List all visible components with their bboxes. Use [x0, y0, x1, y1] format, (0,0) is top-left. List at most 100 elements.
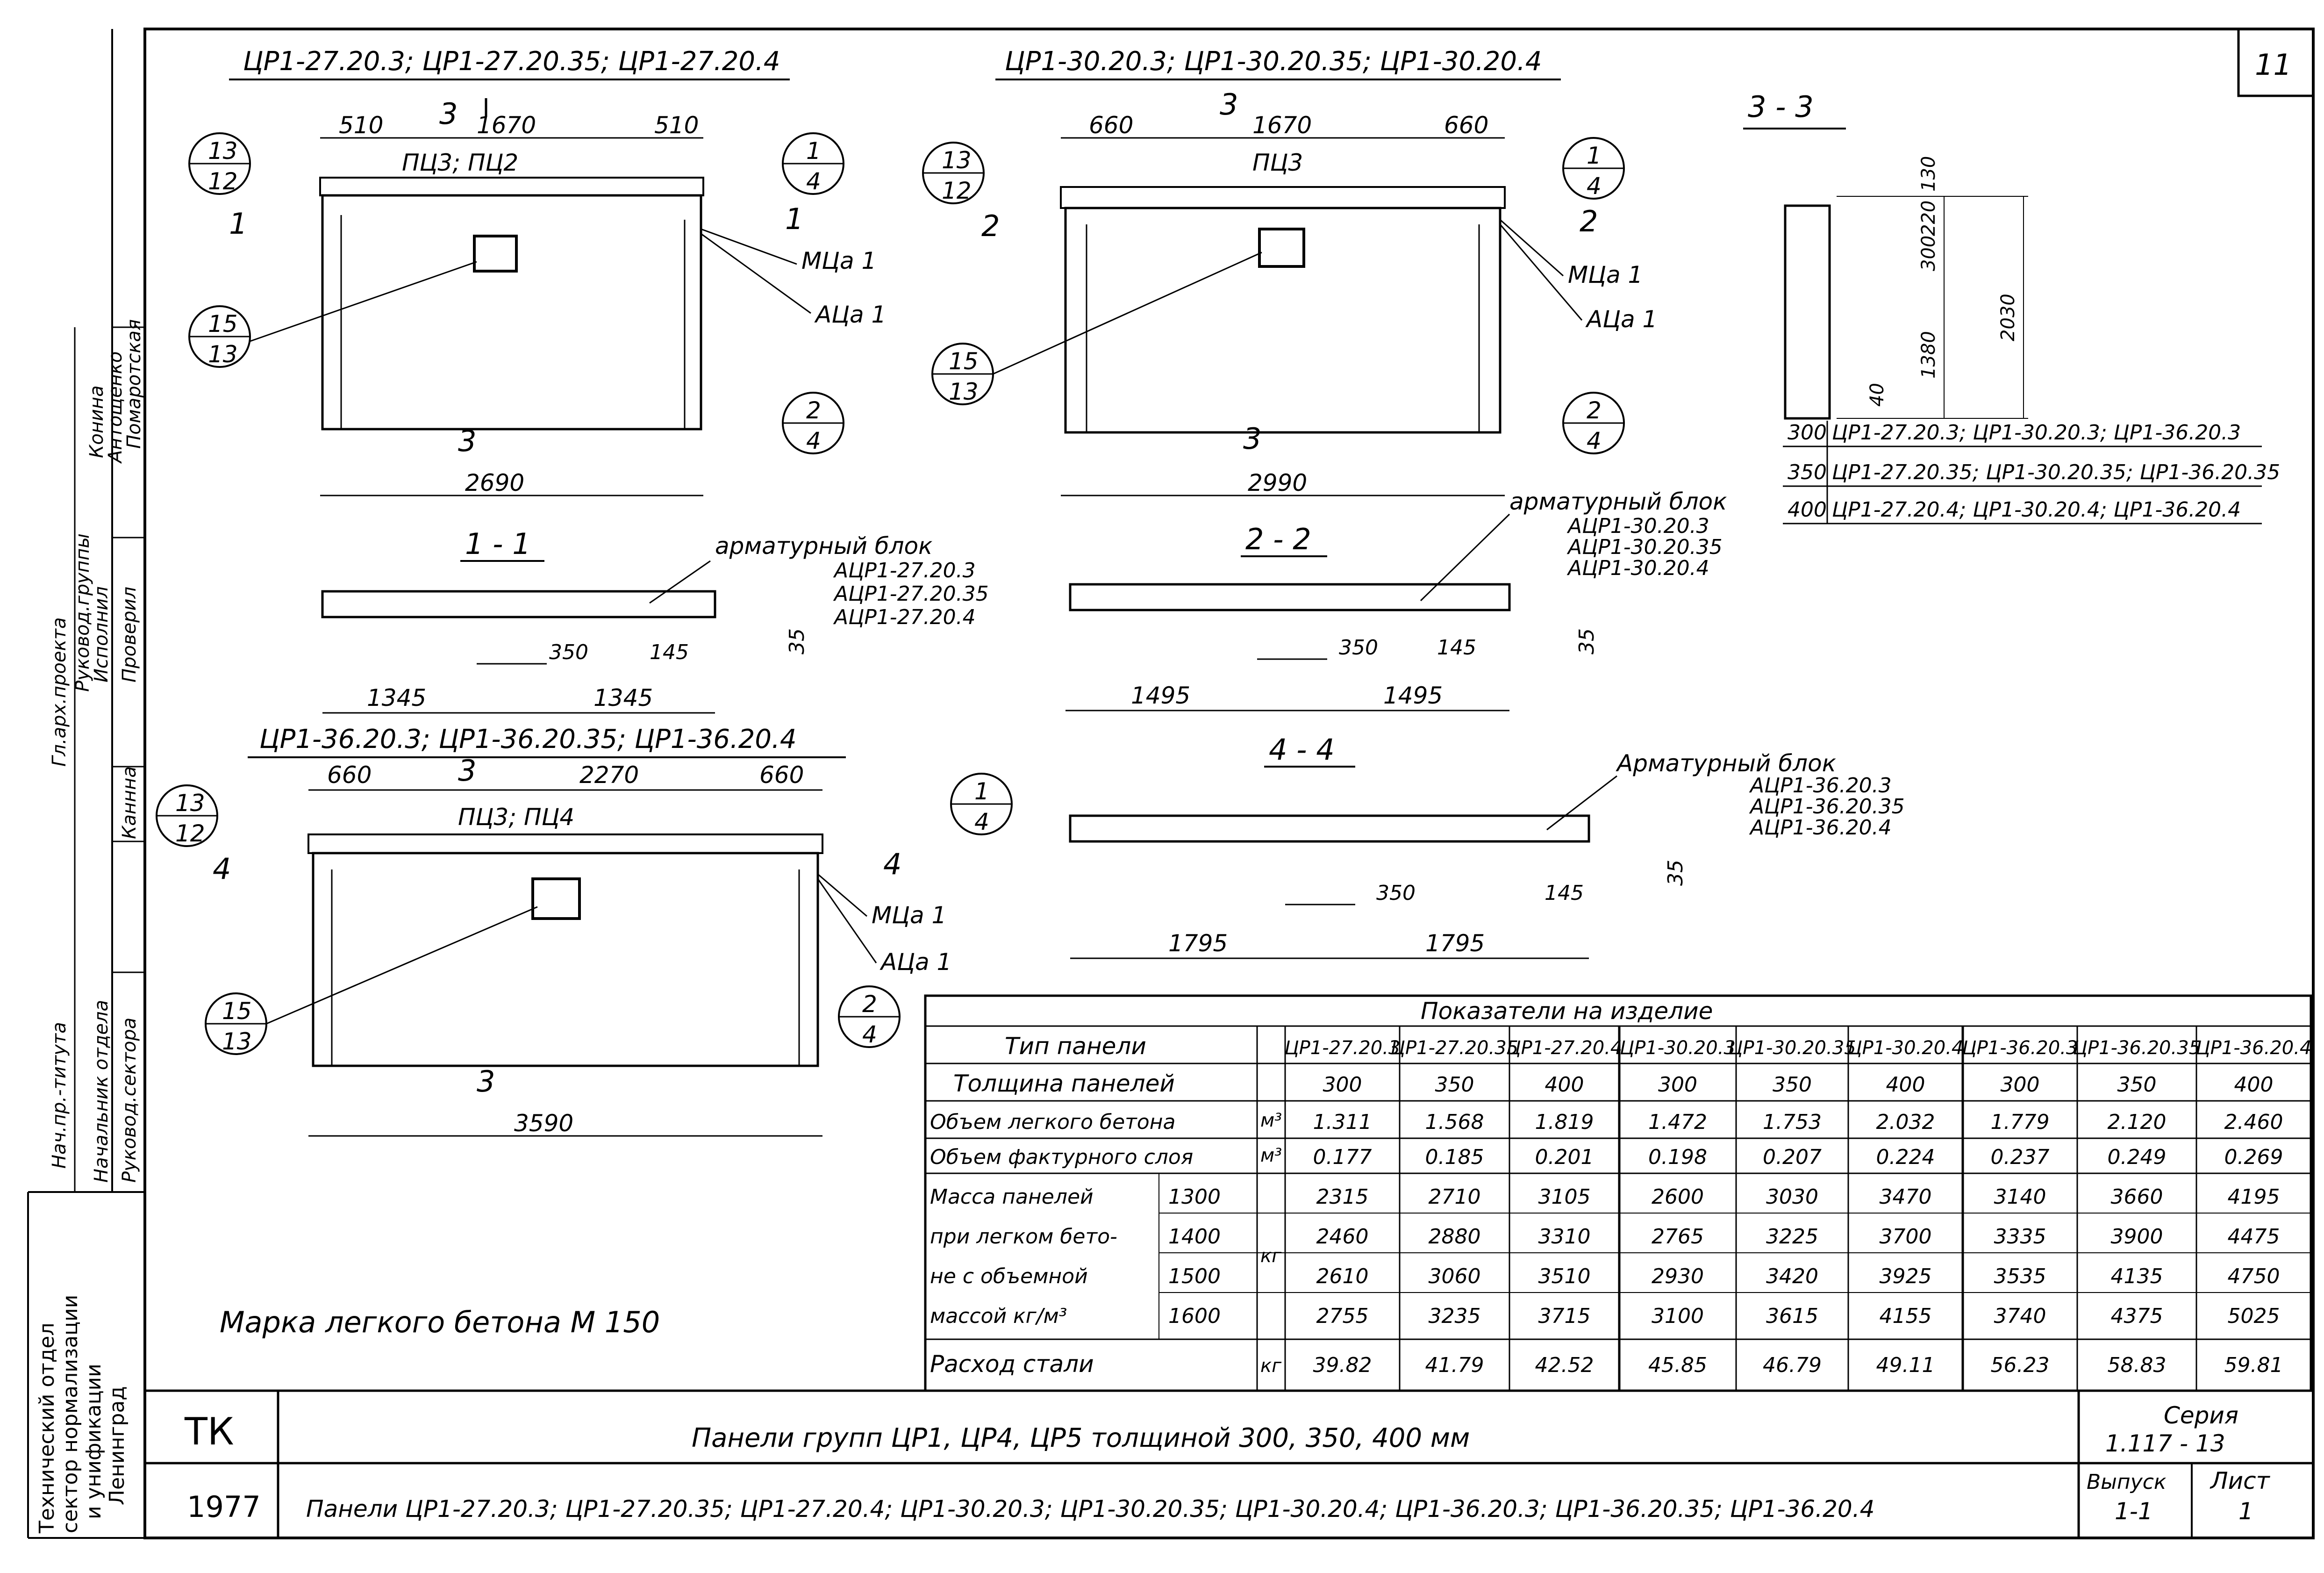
table-cell-mass-0-5: 3470	[1880, 1185, 1932, 1209]
elevation-b-callout-13: 13	[942, 147, 972, 174]
role-executor: Исполнил	[91, 586, 112, 682]
table-cell-mass-0-1: 2710	[1429, 1185, 1481, 1209]
role-group-lead: Руковод.группы	[72, 533, 93, 692]
table-cell-light-5: 2.032	[1876, 1110, 1935, 1134]
table-cell-light-1: 1.568	[1425, 1110, 1484, 1134]
section-2-2-dim-350: 350	[1339, 636, 1378, 660]
table-cell-mass-3-3: 3100	[1652, 1304, 1704, 1328]
section-4-4-title: 4 - 4	[1269, 733, 1335, 767]
table-cell-thickness-7: 350	[2117, 1073, 2157, 1097]
elevation-a-callout-4b: 4	[806, 427, 821, 454]
table-cell-light-0: 1.311	[1313, 1110, 1372, 1134]
table-cell-mass-0-8: 4195	[2228, 1185, 2280, 1209]
elevation-c-callout-15: 15	[222, 998, 252, 1025]
elevation-c-callout-4: 4	[974, 808, 989, 835]
table-cell-steel-0: 39.82	[1313, 1353, 1372, 1377]
table-cell-mass-2-4: 3420	[1766, 1264, 1818, 1288]
role-chief-architect: Гл.арх.проекта	[49, 618, 70, 767]
section-2-2-block-2: АЦР1-30.20.35	[1566, 535, 1723, 559]
table-cell-thickness-1: 350	[1435, 1073, 1474, 1097]
elevation-a-callout-4: 4	[806, 168, 821, 195]
name-pomarotskaya: Помаротская	[123, 319, 145, 449]
institute-line-3: и унификации	[82, 1364, 106, 1519]
section-1-1-dim-145: 145	[650, 640, 689, 664]
section-4-4-block-2: АЦР1-36.20.35	[1749, 795, 1905, 819]
elevation-b-label: ПЦ3	[1252, 149, 1303, 176]
stamp-sheet-label: Лист	[2210, 1467, 2271, 1494]
name-antoshchenko: Антощенко	[105, 352, 126, 464]
elevation-c-title: ЦР1-36.20.3; ЦР1-36.20.35; ЦР1-36.20.4	[259, 724, 796, 754]
elevation-c-mark-mca: МЦа 1	[872, 902, 946, 929]
elevation-a-title: ЦР1-27.20.3; ЦР1-27.20.35; ЦР1-27.20.4	[243, 46, 780, 77]
table-cell-facing-2: 0.201	[1535, 1145, 1594, 1169]
table-cell-thickness-3: 300	[1658, 1073, 1697, 1097]
indicators-table: Показатели на изделие Тип панели Толщина…	[924, 994, 2312, 1392]
table-cell-light-8: 2.460	[2224, 1110, 2283, 1134]
table-steel-label: Расход стали	[930, 1350, 1094, 1378]
elevation-a-cut-bottom: 3	[458, 424, 476, 458]
stamp-series-label: Серия	[2164, 1402, 2238, 1429]
table-cell-mass-3-2: 3715	[1538, 1304, 1591, 1328]
table-cell-thickness-6: 300	[2001, 1073, 2040, 1097]
elevation-a-mark-mca: МЦа 1	[801, 247, 876, 274]
table-cell-types-8: ЦР1-36.20.4	[2196, 1037, 2312, 1059]
table-cell-mass-3-5: 4155	[1880, 1304, 1932, 1328]
elevation-c-callout-13b: 13	[222, 1028, 252, 1055]
elevation-b-cut-left: 2	[981, 209, 1000, 243]
elevation-c-mark-aca: АЦа 1	[880, 948, 951, 976]
concrete-grade-note: Марка легкого бетона М 150	[220, 1305, 660, 1339]
stamp-issue: 1-1	[2115, 1498, 2153, 1525]
table-cell-mass-2-8: 4750	[2228, 1264, 2280, 1288]
role-dept-head: Начальник отдела	[91, 1000, 112, 1183]
elevation-a-callout-12: 12	[208, 168, 238, 195]
section-2-2-half-right: 1495	[1383, 682, 1443, 709]
table-mass-unit: кг	[1260, 1245, 1282, 1267]
stamp-issue-label: Выпуск	[2087, 1470, 2167, 1494]
table-cell-mass-3-7: 4375	[2111, 1304, 2163, 1328]
table-cell-facing-1: 0.185	[1425, 1145, 1484, 1169]
section-3-3-dim-220: 220	[1918, 201, 1939, 236]
elevation-c-callout-13: 13	[175, 790, 205, 817]
table-cells: ЦР1-27.20.3ЦР1-27.20.35ЦР1-27.20.4ЦР1-30…	[1285, 1037, 2312, 1377]
section-1-1-block-2: АЦР1-27.20.35	[833, 582, 989, 606]
table-cell-thickness-5: 400	[1886, 1073, 1925, 1097]
table-mass-label-1: Масса панелей	[930, 1185, 1094, 1209]
table-cell-types-5: ЦР1-30.20.4	[1848, 1037, 1964, 1059]
section-4-4-block-label: Арматурный блок	[1616, 750, 1836, 777]
elevation-c-cut-top: 3	[458, 754, 476, 788]
section-2-2: 2 - 2 арматурный блок АЦР1-30.20.3 АЦР1-…	[1065, 488, 1727, 711]
section-4-4-dim-145: 145	[1545, 881, 1584, 905]
table-cell-mass-1-5: 3700	[1880, 1225, 1932, 1249]
table-cell-light-4: 1.753	[1763, 1110, 1822, 1134]
table-cell-thickness-8: 400	[2234, 1073, 2274, 1097]
name-kannna: Каннна	[119, 766, 140, 839]
elevation-a: ЦР1-27.20.3; ЦР1-27.20.35; ЦР1-27.20.4 5…	[188, 46, 886, 496]
table-cell-mass-3-8: 5025	[2228, 1304, 2280, 1328]
table-cell-steel-6: 56.23	[1991, 1353, 2050, 1377]
table-cell-mass-1-1: 2880	[1429, 1225, 1481, 1249]
section-3-3-title: 3 - 3	[1748, 90, 1814, 124]
stamp-series: 1.117 - 13	[2105, 1430, 2225, 1457]
section-2-2-block-1: АЦР1-30.20.3	[1566, 514, 1709, 538]
table-cell-steel-7: 58.83	[2108, 1353, 2167, 1377]
table-cell-thickness-2: 400	[1545, 1073, 1584, 1097]
elevation-c-callout-4b: 4	[862, 1021, 877, 1048]
table-light-label: Объем легкого бетона	[930, 1110, 1175, 1134]
elevation-b-callout-13b: 13	[949, 378, 979, 405]
table-mass-label-3: не с объемной	[930, 1264, 1088, 1288]
elevation-b: ЦР1-30.20.3; ЦР1-30.20.35; ЦР1-30.20.4 6…	[922, 46, 1657, 496]
table-cell-mass-1-0: 2460	[1316, 1225, 1369, 1249]
elevation-b-callout-15: 15	[949, 348, 979, 375]
table-facing-unit: м³	[1260, 1145, 1282, 1166]
table-cell-types-6: ЦР1-36.20.3	[1962, 1037, 2078, 1059]
elevation-c: ЦР1-36.20.3; ЦР1-36.20.35; ЦР1-36.20.4 6…	[156, 724, 1013, 1137]
section-4-4-half-left: 1795	[1168, 930, 1228, 957]
table-cell-mass-3-1: 3235	[1429, 1304, 1481, 1328]
sheet-number: 11	[2255, 48, 2292, 82]
section-1-1-half-right: 1345	[594, 684, 653, 711]
table-cell-mass-1-6: 3335	[1994, 1225, 2046, 1249]
elevation-a-callout-2: 2	[806, 397, 821, 424]
elevation-b-callout-2: 2	[1587, 397, 1602, 424]
elevation-a-cut-right: 1	[785, 202, 803, 236]
elevation-a-callout-13: 13	[208, 137, 238, 165]
